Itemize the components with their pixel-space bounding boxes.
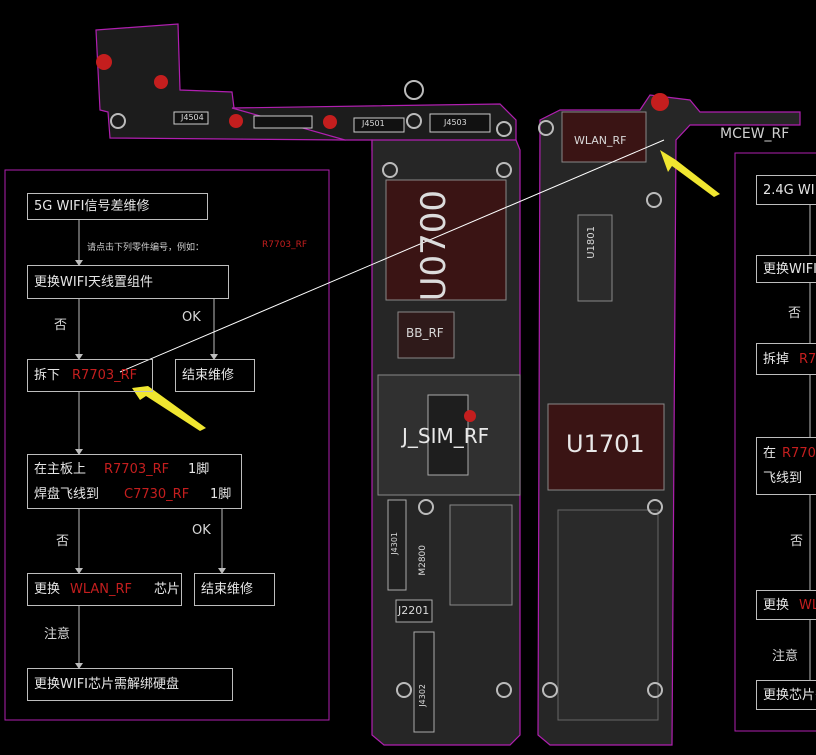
right-step-unbind-label: 更换芯片需 [763,687,816,703]
label-j-sim-rf: J_SIM_RF [402,424,490,448]
part-c7730-link[interactable]: C7730_RF [124,486,190,502]
replace-label: 更换 [34,582,61,597]
label-j4501: J4501 [362,119,385,128]
label-j4301: J4301 [390,532,399,555]
jumper-line1-prefix: 在主板上 [34,461,87,477]
end-repair-2-label: 结束维修 [201,582,254,597]
right-step-replace-chip[interactable]: 更换 WL [756,590,816,620]
lower-module-right [557,509,659,721]
left-flow-connectors [78,220,223,667]
chip-u1801[interactable] [577,214,613,302]
branch-ok-1: OK [182,310,201,325]
step-unbind-disk-label: 更换WIFI芯片需解绑硬盘 [34,677,179,692]
jumper-line2-pin: 1脚 [210,486,232,502]
label-m2800: M2800 [418,545,428,576]
label-bb-rf: BB_RF [406,326,444,340]
right-step-24g-label: 2.4G WI [763,182,815,198]
part-link-line [119,139,665,373]
note-label: 注意 [44,627,71,642]
end-repair-2[interactable]: 结束维修 [194,573,275,606]
chip-u1701[interactable] [547,403,665,491]
yellow-arrow-left [132,386,206,431]
step-remove-r7703[interactable]: 拆下 R7703_RF [27,359,153,392]
right-jumper-line2: 飞线到 [763,471,803,486]
right-replace-label: 更换 [763,597,790,613]
right-step-remove[interactable]: 拆掉 R7 [756,343,816,375]
part-r7703-pad-link[interactable]: R7703_RF [104,461,170,477]
sim-connector [427,394,469,476]
chip-suffix-label: 芯片 [154,582,181,597]
left-flow-panel [4,169,330,721]
right-part-r7-link[interactable]: R7 [799,351,816,367]
connector-j4503[interactable] [429,113,491,133]
connector-j4302[interactable] [413,631,435,733]
branch-no-2: 否 [56,534,70,549]
step-5g-wifi-issue[interactable]: 5G WIFI信号差维修 [27,193,208,220]
connector-strip [253,115,313,129]
label-u1801: U1801 [586,226,597,259]
jumper-line1-pin: 1脚 [188,461,210,477]
right-note-label: 注意 [772,649,799,664]
end-repair-1-label: 结束维修 [182,368,235,383]
right-part-wl-link[interactable]: WL [799,597,816,613]
step-jumper-wire[interactable]: 在主板上 R7703_RF 1脚 焊盘飞线到 C7730_RF 1脚 [27,454,242,509]
step-replace-antenna-label: 更换WIFI天线置组件 [34,274,153,290]
right-flow-panel [734,152,816,732]
step-5g-wifi-issue-label: 5G WIFI信号差维修 [34,199,150,214]
connector-j4301[interactable] [387,499,407,591]
end-repair-1[interactable]: 结束维修 [175,359,255,392]
step-remove-label: 拆下 [34,368,61,383]
step-replace-antenna[interactable]: 更换WIFI天线置组件 [27,265,229,299]
right-part-r770-link[interactable]: R770 [782,446,816,461]
step-unbind-disk[interactable]: 更换WIFI芯片需解绑硬盘 [27,668,233,701]
right-step-unbind[interactable]: 更换芯片需 [756,680,816,710]
part-r7703-link[interactable]: R7703_RF [72,368,138,383]
left-flow-arrowheads [75,260,226,669]
lower-module-left [449,504,513,606]
jumper-line2-prefix: 焊盘飞线到 [34,486,100,502]
right-step-24g-wifi[interactable]: 2.4G WI [756,175,816,205]
yellow-arrow-right [660,150,720,197]
right-branch-no-1: 否 [788,306,802,321]
label-j4504: J4504 [181,113,204,122]
right-step-jumper[interactable]: 在 R770 飞线到 [756,437,816,495]
right-remove-label: 拆掉 [763,351,790,367]
right-step-replace-wifi-label: 更换WIFI [763,261,816,277]
chip-u0700[interactable] [385,179,507,301]
red-pads [96,54,669,422]
branch-ok-2: OK [192,523,211,538]
chip-bb-rf[interactable] [397,311,455,359]
label-j4302: J4302 [418,684,427,707]
hint-text: 请点击下列零件编号，例如： [87,243,205,253]
label-u0700: U0700 [414,190,454,302]
screw-holes [110,80,663,698]
label-mcew-rf: MCEW_RF [720,126,790,142]
connector-j2201[interactable] [395,599,433,623]
step-replace-wlan-rf[interactable]: 更换 WLAN_RF 芯片 [27,573,182,606]
hint-part-link[interactable]: R7703_RF [262,240,308,250]
label-wlan-rf: WLAN_RF [574,134,627,147]
label-u1701: U1701 [566,430,645,458]
label-j2201: J2201 [398,604,430,617]
right-jumper-prefix: 在 [763,446,777,461]
connector-j4504[interactable] [173,111,209,125]
part-wlan-rf-link[interactable]: WLAN_RF [70,582,133,597]
label-j4503: J4503 [444,118,467,127]
right-step-replace-wifi[interactable]: 更换WIFI [756,255,816,283]
branch-no-1: 否 [54,318,68,333]
right-branch-no-2: 否 [790,534,804,549]
connector-j4501[interactable] [353,117,405,133]
